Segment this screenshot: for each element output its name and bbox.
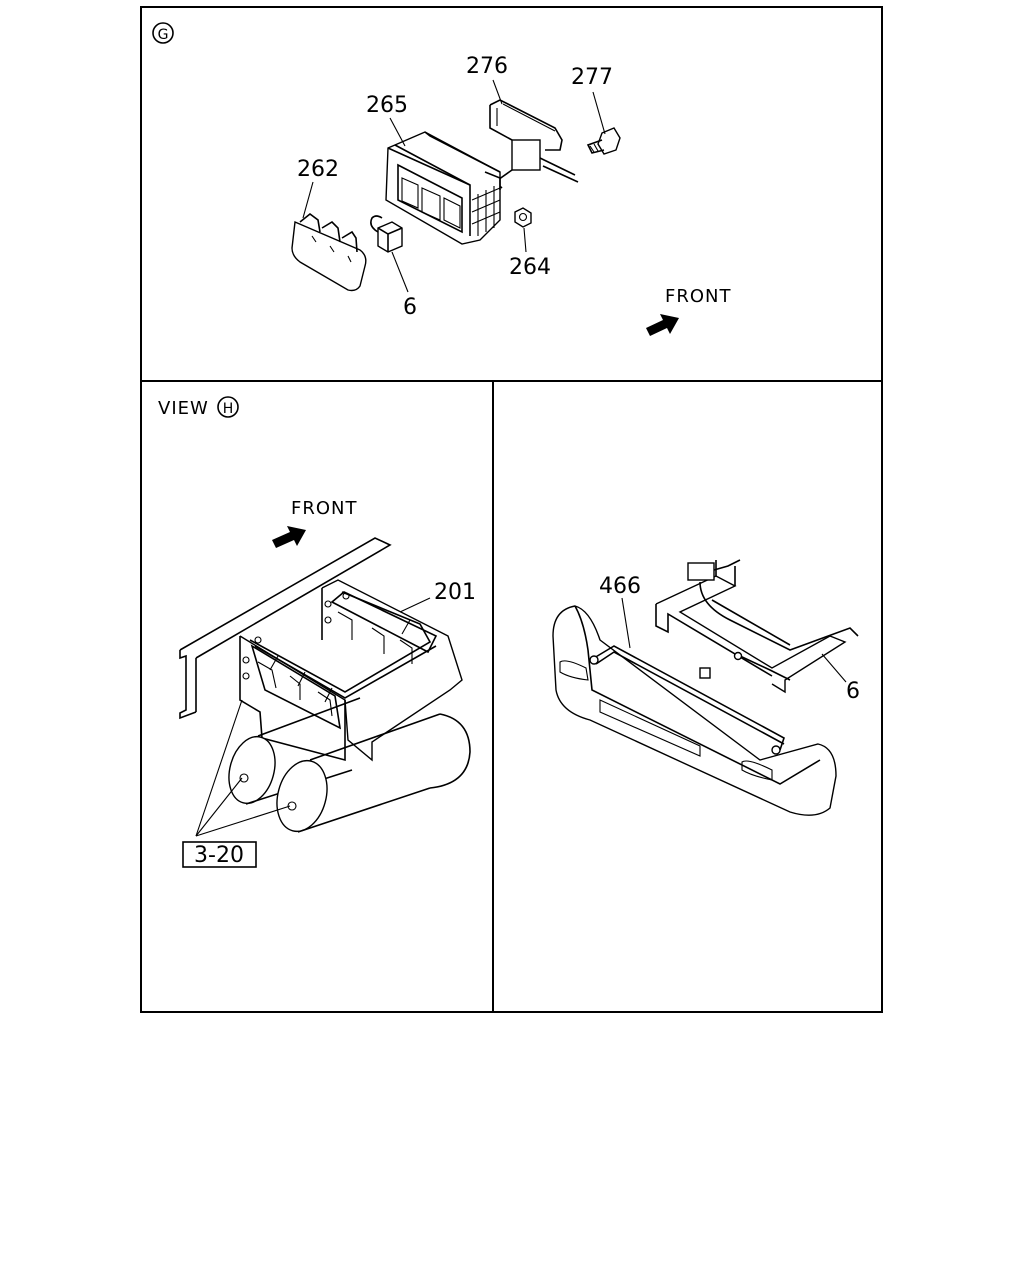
part-264-nut (514, 207, 532, 228)
hold-down-rods (249, 591, 437, 703)
battery-tray (239, 579, 463, 762)
callout-276: 276 (466, 54, 508, 79)
front-label-h: FRONT (291, 498, 358, 519)
panel-h: VIEW H FRONT (158, 396, 476, 868)
part-262-cover (291, 212, 367, 292)
panel-g: G (152, 22, 732, 336)
svg-text:G: G (158, 27, 169, 43)
leader-lines-h (195, 597, 431, 837)
callout-265: 265 (366, 93, 408, 118)
part-6-clip (370, 215, 403, 253)
front-arrow-g (646, 314, 679, 336)
panel-bumper: 466 6 (552, 559, 860, 816)
air-tanks (228, 697, 471, 833)
front-arrow-h (272, 526, 306, 548)
bumper (552, 605, 837, 816)
front-label-g: FRONT (665, 286, 732, 307)
view-marker-g: G (152, 22, 174, 44)
part-277-bolt (586, 127, 621, 155)
callout-6: 6 (403, 295, 417, 320)
harness-466 (589, 645, 791, 755)
leader-lines-bumper (621, 597, 847, 683)
part-265-housing (385, 131, 501, 245)
callout-466: 466 (599, 574, 641, 599)
callout-277: 277 (571, 65, 613, 90)
view-marker-h: H (217, 396, 239, 418)
view-label-h: VIEW (158, 398, 209, 419)
callout-6-bumper: 6 (846, 679, 860, 704)
frame-rail (179, 537, 392, 720)
diagram-frame (140, 6, 883, 1013)
part-276-bracket (489, 99, 579, 189)
crossmember (655, 559, 859, 694)
ref-box-3-20: 3-20 (182, 841, 257, 868)
callout-262: 262 (297, 157, 339, 182)
callout-264: 264 (509, 255, 551, 280)
svg-text:3-20: 3-20 (194, 843, 244, 868)
callout-201: 201 (434, 580, 476, 605)
svg-text:H: H (223, 401, 234, 417)
leader-lines-g (302, 79, 606, 293)
